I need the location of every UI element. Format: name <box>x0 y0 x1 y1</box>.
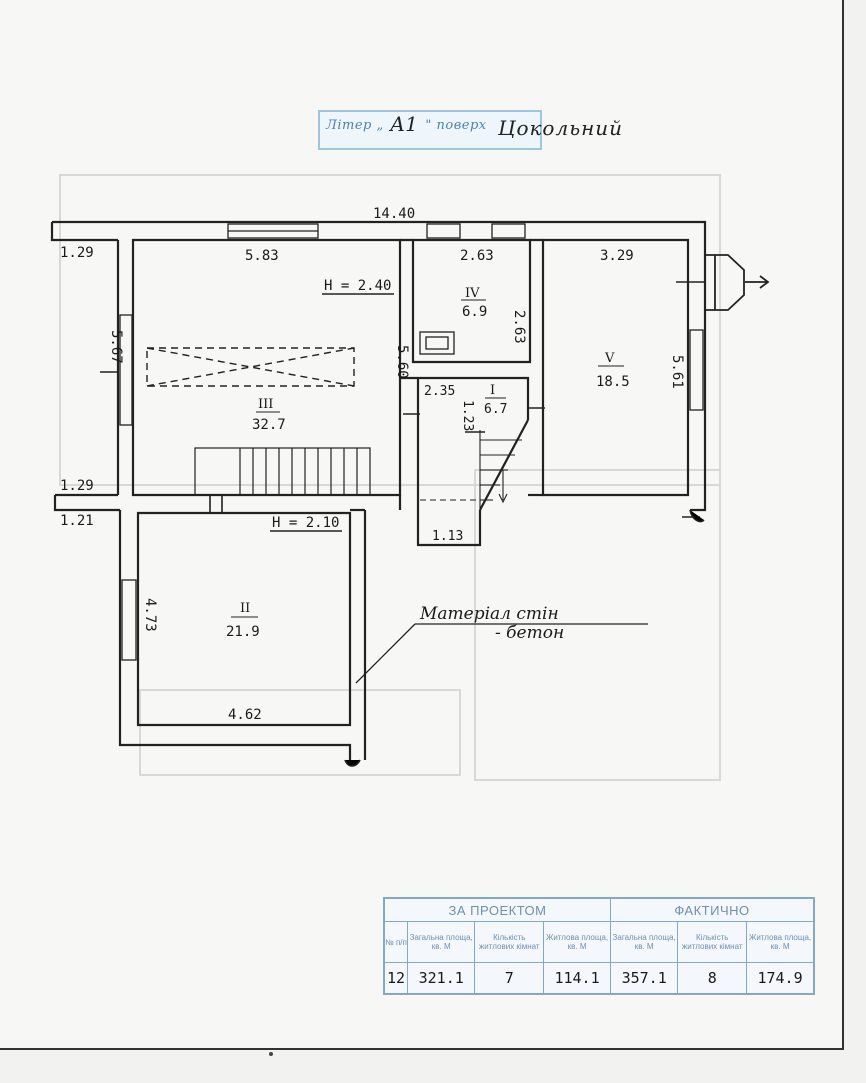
cell-actual-rooms: 8 <box>677 962 748 995</box>
room-4-area: 6.9 <box>462 304 487 320</box>
room-3-area: 32.7 <box>252 417 286 433</box>
header-project: ЗА ПРОЕКТОМ <box>383 897 611 922</box>
litera-stamp <box>318 110 542 150</box>
area-summary-table: ЗА ПРОЕКТОМ ФАКТИЧНО № п/п Загальна площ… <box>383 897 815 995</box>
stamp-floor: Цокольний <box>498 116 624 140</box>
boiler-symbol <box>419 331 455 355</box>
dim-r5-top: 3.29 <box>600 248 634 264</box>
dim-wall-b: 1.29 <box>60 478 94 494</box>
cell-project-total: 321.1 <box>406 962 476 995</box>
cell-actual-living: 174.9 <box>746 962 815 995</box>
col-project-rooms: Кількість житлових кімнат <box>474 921 545 963</box>
dim-r3-top: 5.83 <box>245 248 279 264</box>
dim-r4-right: 2.63 <box>511 310 527 344</box>
cell-project-rooms: 7 <box>474 962 545 995</box>
stamp-litera: А1 <box>390 112 418 136</box>
dim-r1-bottom: 1.13 <box>432 529 463 544</box>
room-4-number: IV <box>465 286 480 301</box>
dim-r3-left: 5.67 <box>108 330 124 364</box>
room-2-number: II <box>240 601 250 616</box>
cell-num: 12 <box>383 962 408 995</box>
room-5-number: V <box>604 351 615 366</box>
staircase-entrance <box>420 430 522 510</box>
punch-dot <box>269 1052 273 1056</box>
dim-r3-right: 5.60 <box>394 345 410 379</box>
col-actual-living: Житлова площа, кв. М <box>746 921 815 963</box>
door-marks <box>100 281 705 767</box>
windows <box>119 223 704 661</box>
col-actual-total: Загальна площа, кв. М <box>609 921 679 963</box>
cell-project-living: 114.1 <box>543 962 611 995</box>
dim-r5-right: 5.61 <box>669 355 685 389</box>
pit-hatch <box>146 347 355 387</box>
wall-material-note: Матеріал стін <box>419 604 559 624</box>
dim-wall-a: 1.29 <box>60 245 94 261</box>
col-project-living: Житлова площа, кв. М <box>543 921 611 963</box>
room-2-area: 21.9 <box>226 624 260 640</box>
room-1-area: 6.7 <box>484 402 507 417</box>
room-5-area: 18.5 <box>596 374 630 390</box>
col-num: № п/п <box>383 921 408 963</box>
entrance-porch <box>705 254 770 311</box>
dim-r1-top: 2.35 <box>424 384 455 399</box>
dim-wall-c: 1.21 <box>60 513 94 529</box>
room-3-number: III <box>258 397 273 412</box>
walls <box>50 220 707 760</box>
col-project-total: Загальна площа, кв. М <box>406 921 476 963</box>
wall-material-value: - бетон <box>495 623 564 643</box>
height-upper: H = 2.40 <box>324 278 391 294</box>
dim-r4-top: 2.63 <box>460 248 494 264</box>
height-lower: H = 2.10 <box>272 515 339 531</box>
stamp-label: Літер „ " поверх <box>326 118 487 133</box>
col-actual-rooms: Кількість житлових кімнат <box>677 921 748 963</box>
dim-r1-side: 1.23 <box>460 400 475 431</box>
staircase-main <box>194 447 371 496</box>
header-actual: ФАКТИЧНО <box>609 897 815 922</box>
cell-actual-total: 357.1 <box>609 962 679 995</box>
table-row: 12 321.1 7 114.1 357.1 8 174.9 <box>383 962 815 995</box>
dim-r2-left: 4.73 <box>142 598 158 632</box>
dim-r2-bottom: 4.62 <box>228 707 262 723</box>
room-1-number: I <box>490 383 495 398</box>
dim-overall-width: 14.40 <box>373 206 415 222</box>
bleed-through <box>59 174 721 781</box>
